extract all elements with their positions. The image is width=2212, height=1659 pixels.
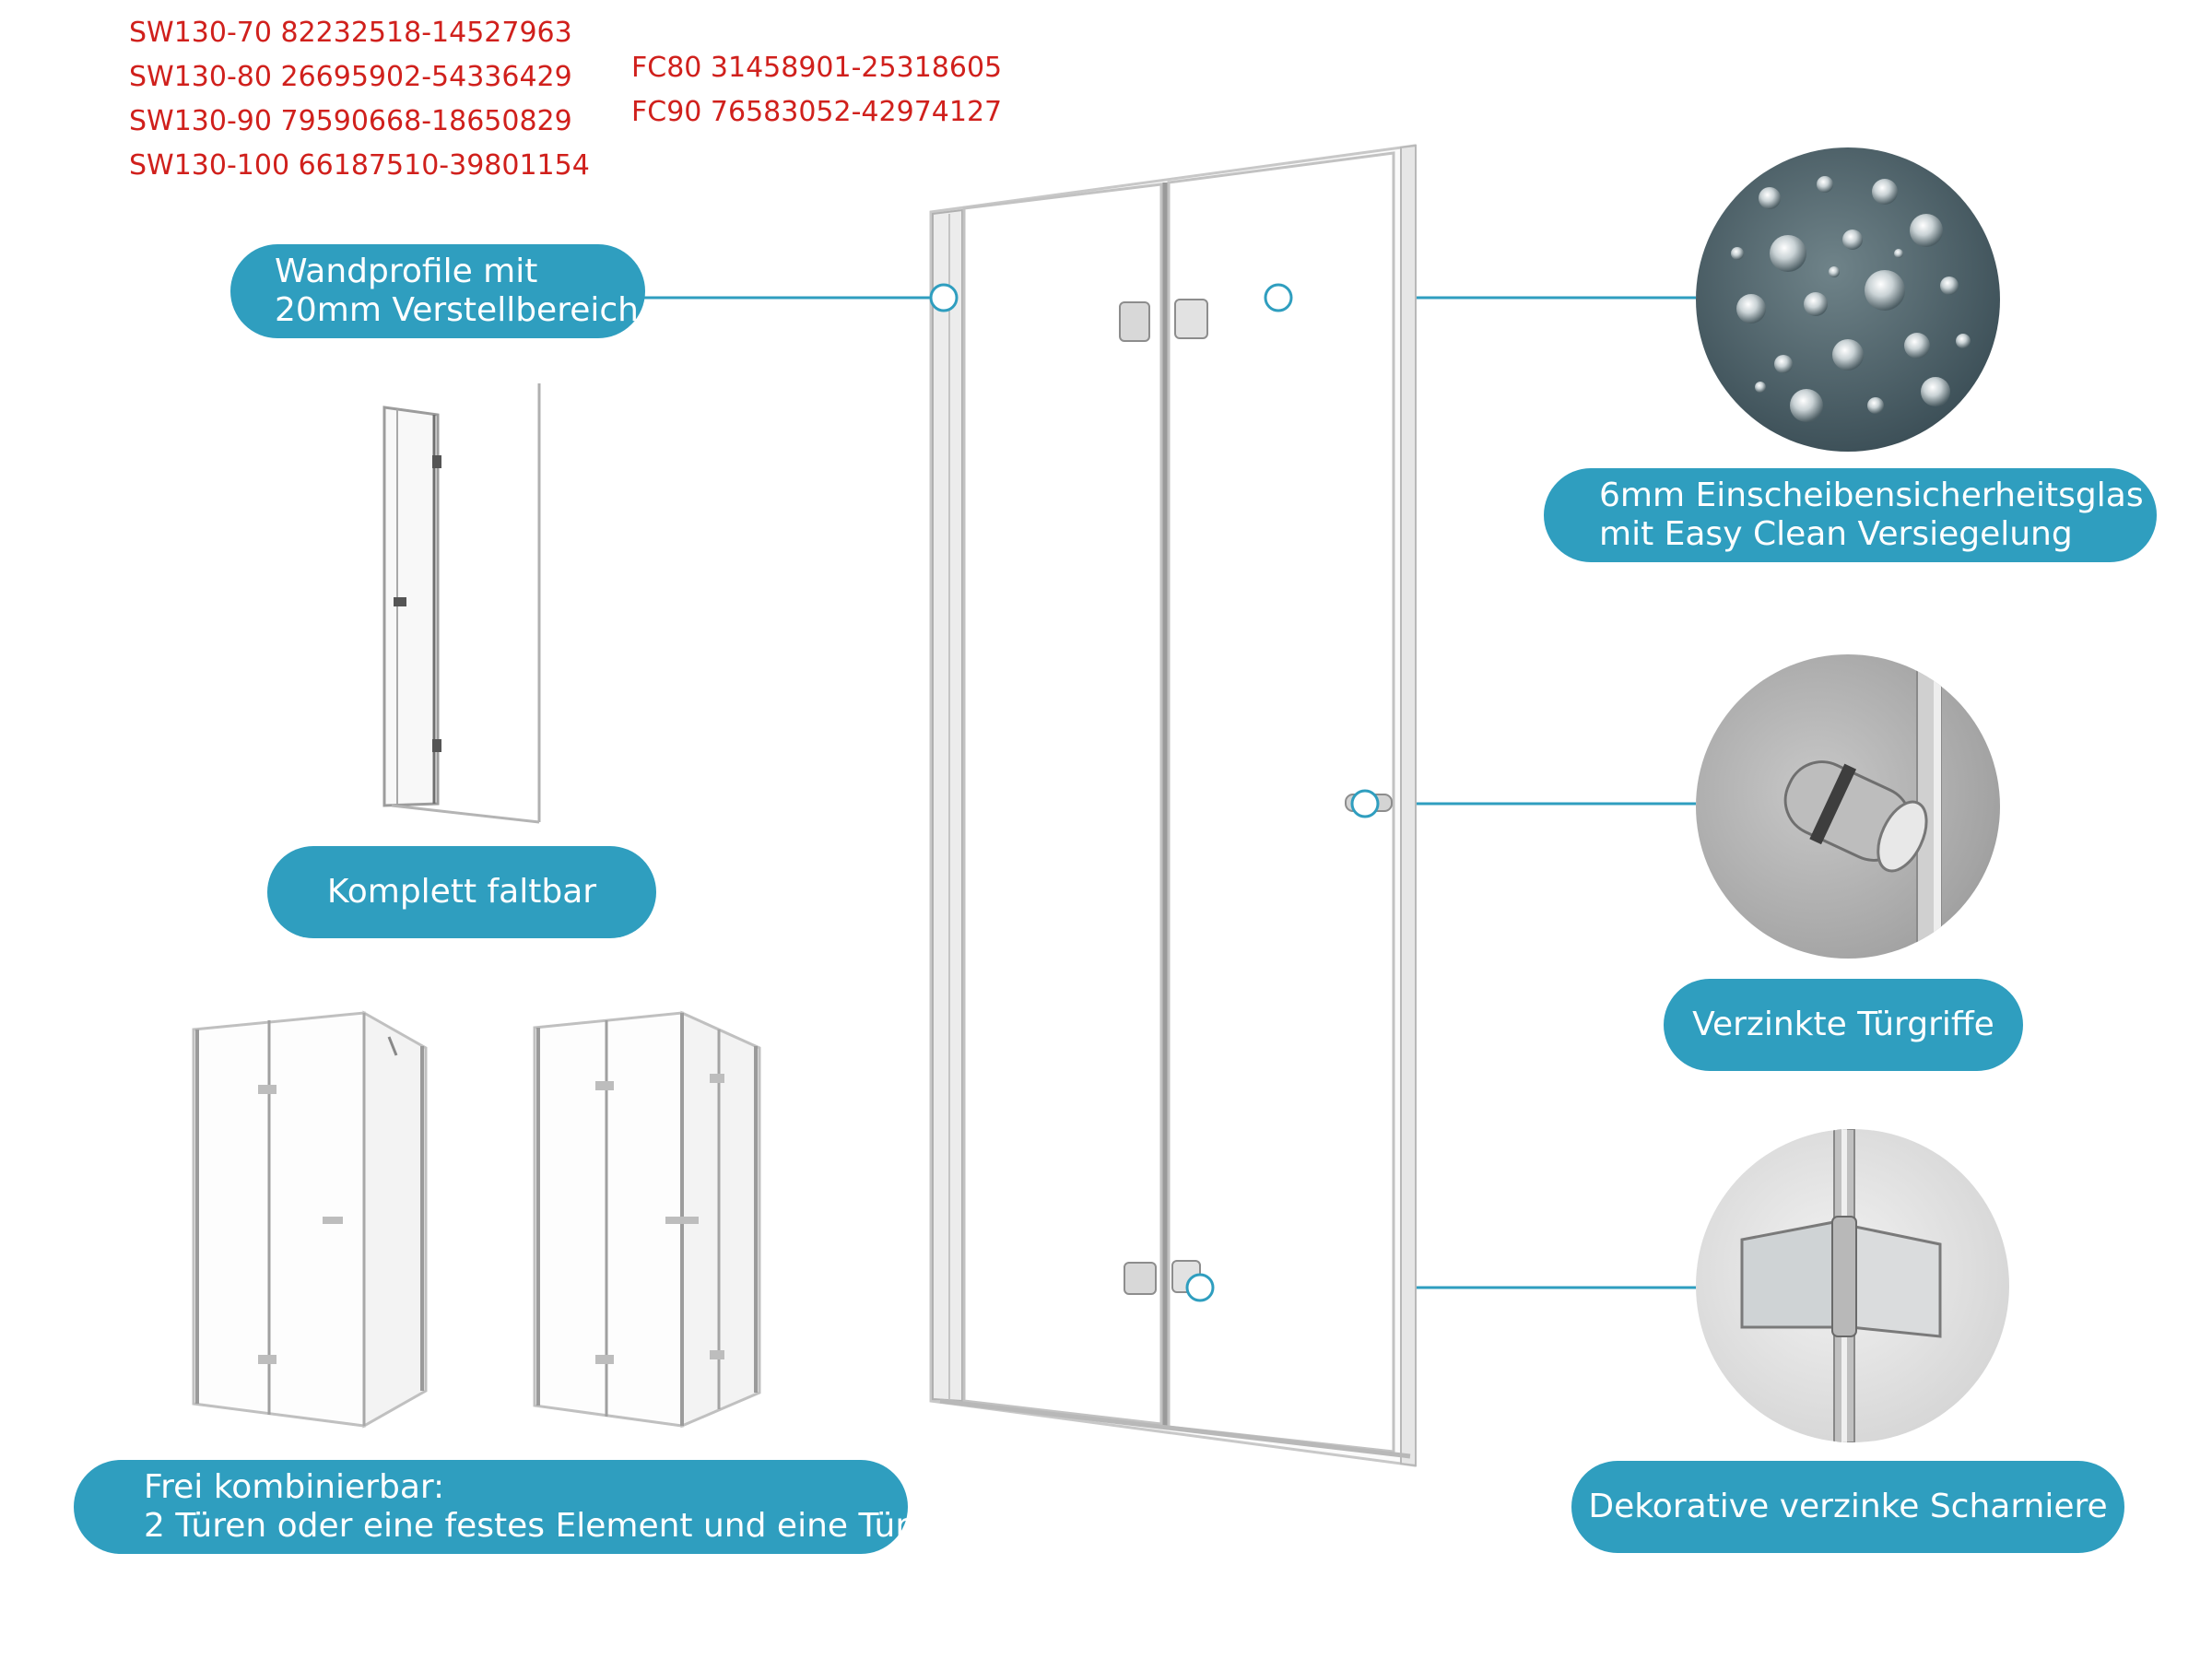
- corner-enclosure-door-fixed: [192, 1010, 428, 1429]
- article-code: SW130-100 66187510-39801154: [129, 149, 590, 182]
- label-line: Frei kombinierbar:: [144, 1468, 445, 1506]
- article-code: FC90 76583052-42974127: [631, 96, 1003, 128]
- label-fully-foldable: Komplett faltbar: [267, 846, 656, 938]
- label-line: 6mm Einscheibensicherheitsglas: [1599, 477, 2144, 514]
- hinge-detail-circle: [1696, 1129, 2009, 1442]
- label-line: Verzinkte Türgriffe: [1692, 1006, 1994, 1043]
- label-line: mit Easy Clean Versiegelung: [1599, 515, 2073, 553]
- article-code: SW130-90 79590668-18650829: [129, 105, 572, 137]
- article-codes-left: SW130-70 82232518-14527963 SW130-80 2669…: [129, 11, 590, 188]
- label-safety-glass: 6mm Einscheibensicherheitsglas mit Easy …: [1544, 468, 2157, 562]
- door-handle-icon: [1783, 654, 1942, 959]
- label-wall-profile: Wandprofile mit 20mm Verstellbereich: [230, 244, 645, 338]
- folded-door-thumbnail: [382, 383, 541, 824]
- label-line: 2 Türen oder eine festes Element und ein…: [144, 1507, 910, 1545]
- label-line: Komplett faltbar: [326, 873, 597, 911]
- hinge-icon: [1740, 1129, 1942, 1442]
- article-code: SW130-70 82232518-14527963: [129, 17, 572, 49]
- label-line: Wandprofile mit: [275, 253, 538, 290]
- label-line: Dekorative verzinke Scharniere: [1588, 1488, 2108, 1525]
- label-door-handles: Verzinkte Türgriffe: [1664, 979, 2023, 1071]
- article-code: FC80 31458901-25318605: [631, 52, 1003, 84]
- water-drops-icon: [1731, 176, 1971, 422]
- article-codes-right: FC80 31458901-25318605 FC90 76583052-429…: [631, 46, 1002, 135]
- label-combinable: Frei kombinierbar: 2 Türen oder eine fes…: [74, 1460, 910, 1554]
- shower-door-illustration: [929, 144, 1417, 1467]
- article-code: SW130-80 26695902-54336429: [129, 61, 572, 93]
- handle-detail-circle: [1696, 654, 2000, 959]
- glass-detail-circle: [1696, 147, 2000, 452]
- label-line: 20mm Verstellbereich: [275, 291, 639, 329]
- label-hinges: Dekorative verzinke Scharniere: [1571, 1461, 2124, 1553]
- corner-enclosure-two-doors: [533, 1010, 761, 1429]
